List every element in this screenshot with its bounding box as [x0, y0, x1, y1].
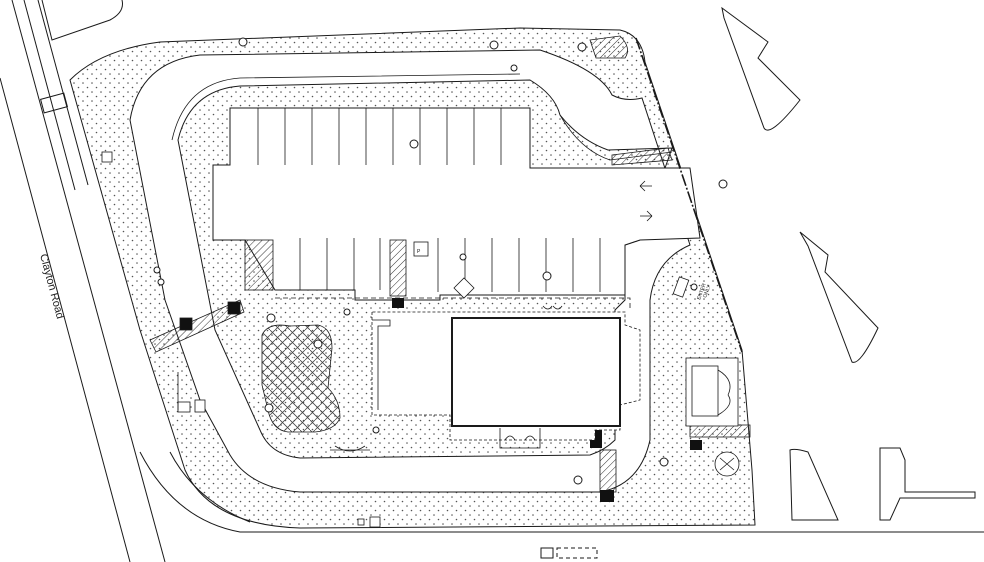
- accessible-symbol: P: [417, 249, 421, 255]
- crossing-block-4: [690, 440, 702, 450]
- top-left-curb: [41, 0, 123, 41]
- svg-text:ONLY: ONLY: [702, 284, 712, 299]
- crossing-block-1: [392, 298, 404, 308]
- walkway-dashed: [275, 297, 631, 310]
- hatched-islands: [244, 35, 751, 493]
- parking-lot: [212, 107, 701, 301]
- enclosure: [685, 357, 740, 477]
- trees: [153, 37, 728, 485]
- parking-stalls-top: [257, 108, 502, 165]
- clayton-road: [0, 0, 166, 562]
- parking-stalls-bottom: [299, 238, 601, 292]
- building: [371, 305, 641, 449]
- svg-text:ENTER: ENTER: [696, 282, 708, 300]
- road-label: Clayton Road: [37, 253, 66, 320]
- patio-pavers: [261, 324, 341, 433]
- traffic-arrows: [639, 180, 653, 222]
- property-line-right: [635, 37, 743, 353]
- site-fixtures: [101, 151, 381, 528]
- accessible-stall-marker: [413, 241, 429, 257]
- crossing-block-3: [600, 490, 614, 502]
- crosswalk-left: [149, 299, 245, 353]
- enter-only-sign: ENTER ONLY: [672, 276, 713, 301]
- adjacent-islands: [721, 6, 976, 521]
